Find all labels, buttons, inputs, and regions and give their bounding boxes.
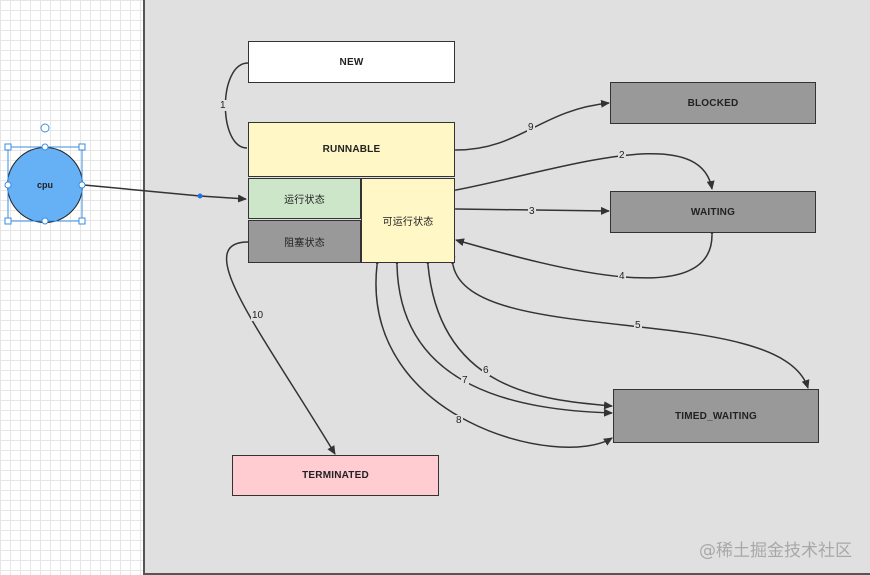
state-waiting-label: WAITING — [690, 206, 736, 218]
state-timed-waiting-label: TIMED_WAITING — [674, 410, 758, 422]
edge-5 — [447, 256, 810, 389]
cpu-label: cpu — [36, 180, 53, 190]
state-new-label: NEW — [339, 56, 364, 68]
edge-1 — [224, 62, 249, 149]
substate-running-label: 运行状态 — [284, 195, 325, 206]
cpu-selection-handles[interactable] — [0, 120, 100, 230]
state-terminated[interactable]: TERMINATED — [232, 455, 439, 496]
substate-blocked[interactable]: 阻塞状态 — [248, 220, 361, 263]
substate-blocked-label: 阻塞状态 — [284, 238, 325, 249]
state-runnable[interactable]: RUNNABLE — [248, 122, 455, 177]
edge-2 — [447, 152, 715, 196]
state-waiting[interactable]: WAITING — [610, 191, 816, 233]
edge-7 — [392, 256, 613, 417]
state-terminated-label: TERMINATED — [302, 470, 369, 481]
edge-10 — [225, 241, 336, 455]
edge-label-6: 6 — [482, 365, 490, 376]
cpu-edge-waypoint — [197, 193, 203, 199]
edge-label-4: 4 — [618, 271, 626, 282]
edge-label-2: 2 — [618, 150, 626, 161]
edge-label-5: 5 — [634, 320, 642, 331]
substate-ready-label: 可运行状态 — [382, 217, 434, 228]
edge-label-10: 10 — [251, 310, 265, 321]
edge-4 — [455, 226, 717, 279]
edge-label-9: 9 — [527, 122, 535, 133]
edge-6 — [423, 256, 613, 410]
state-blocked[interactable]: BLOCKED — [610, 82, 816, 124]
edge-label-7: 7 — [461, 375, 469, 386]
edge-label-3: 3 — [528, 206, 536, 217]
state-blocked-label: BLOCKED — [687, 97, 739, 109]
substate-running[interactable]: 运行状态 — [248, 178, 361, 219]
state-new[interactable]: NEW — [248, 41, 455, 83]
edge-8 — [373, 256, 613, 448]
edge-cpu-to-running — [83, 184, 247, 203]
state-timed-waiting[interactable]: TIMED_WAITING — [613, 389, 819, 443]
state-runnable-label: RUNNABLE — [322, 144, 381, 155]
substate-ready[interactable]: 可运行状态 — [361, 178, 455, 263]
rotate-handle — [40, 123, 50, 133]
watermark: @稀土掘金技术社区 — [699, 541, 852, 561]
edge-label-1: 1 — [219, 100, 227, 111]
edge-label-8: 8 — [455, 415, 463, 426]
